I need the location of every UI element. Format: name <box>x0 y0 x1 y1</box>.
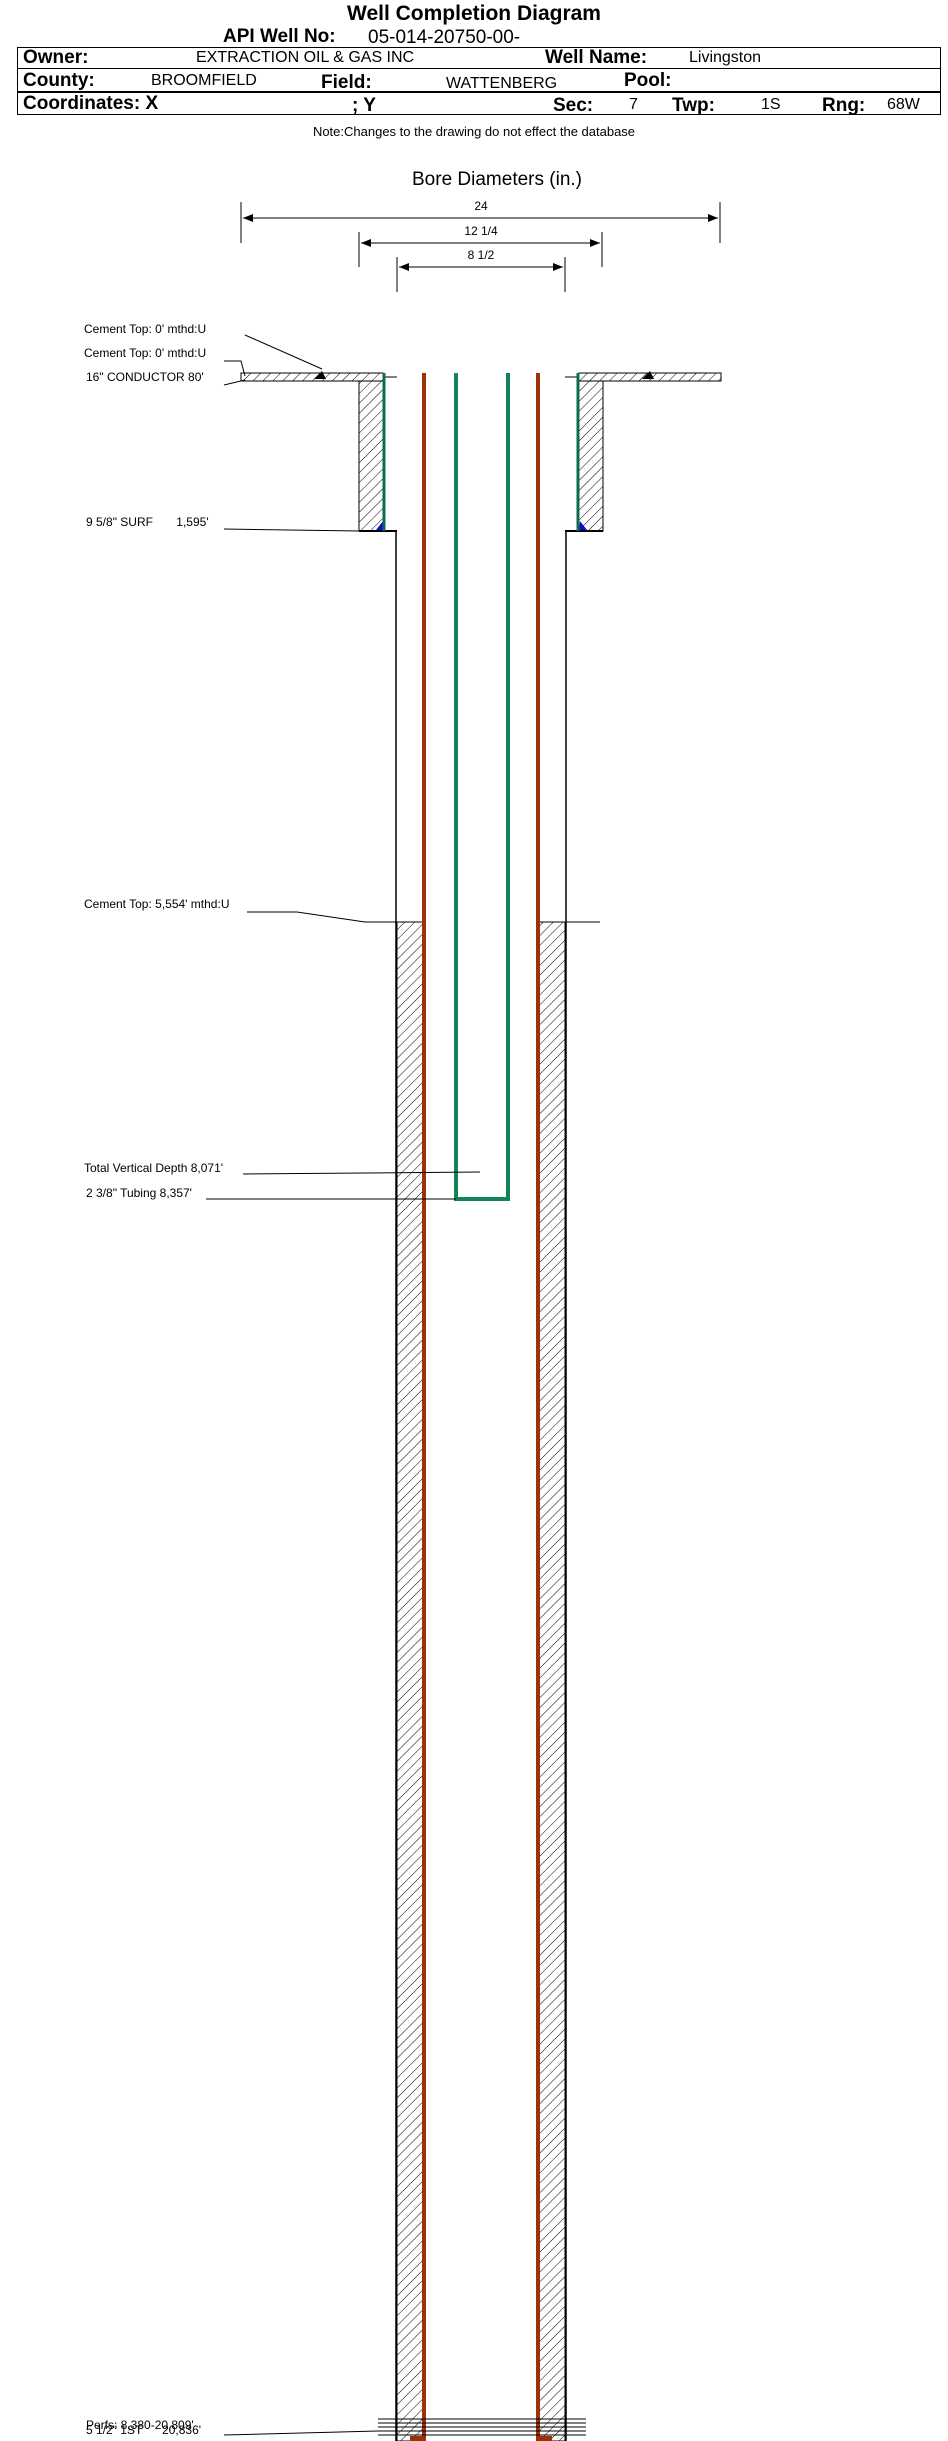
cement-top-label-1: Cement Top: 0' mthd:U <box>84 322 206 336</box>
coordinates-row <box>17 92 941 115</box>
coordinates-label: Coordinates: X <box>23 93 159 114</box>
coordinates-y-label: ; Y <box>352 95 376 116</box>
tvd-label: Total Vertical Depth 8,071' <box>84 1161 223 1175</box>
field-label: Field: <box>321 72 372 93</box>
conductor-flange <box>240 371 722 382</box>
county-value: BROOMFIELD <box>151 72 257 89</box>
well-name-value: Livingston <box>689 49 762 66</box>
dimension-8-1-2-label: 8 1/2 <box>468 248 495 262</box>
sec-value: 7 <box>629 96 638 113</box>
tubing-label: 2 3/8" Tubing 8,357' <box>86 1186 192 1200</box>
dimension-24: 24 <box>240 199 721 243</box>
rng-label: Rng: <box>822 95 866 116</box>
dimension-24-label: 24 <box>474 199 488 213</box>
cement-top-label-3: Cement Top: 5,554' mthd:U <box>84 897 229 911</box>
database-note: Note:Changes to the drawing do not effec… <box>312 124 636 139</box>
dimension-12-1-4: 12 1/4 <box>358 224 603 267</box>
field-value: WATTENBERG <box>446 75 558 92</box>
dimension-8-1-2: 8 1/2 <box>396 248 566 292</box>
county-label: County: <box>23 70 95 91</box>
cement-top-label-2: Cement Top: 0' mthd:U <box>84 346 206 360</box>
pool-label: Pool: <box>624 70 672 91</box>
surface-cement <box>358 380 604 532</box>
surface-casing-label: 9 5/8" SURF 1,595' <box>86 515 209 529</box>
api-value: 05-014-20750-00- <box>368 27 521 48</box>
api-label: API Well No: <box>223 26 336 47</box>
sec-label: Sec: <box>553 95 594 116</box>
owner-value: EXTRACTION OIL & GAS INC <box>196 49 415 66</box>
bore-diameters-title: Bore Diameters (in.) <box>412 169 582 190</box>
conductor-label: 16" CONDUCTOR 80' <box>86 370 204 384</box>
owner-row <box>17 47 941 69</box>
twp-value: 1S <box>761 96 781 113</box>
perforation-marks <box>378 2418 586 2441</box>
county-row <box>17 69 941 92</box>
production-cement <box>365 921 600 2441</box>
production-casing-label: 5 1/2" 1ST 20,836' <box>86 2423 201 2437</box>
leader-lines <box>206 334 481 2436</box>
well-name-label: Well Name: <box>545 47 648 68</box>
owner-label: Owner: <box>23 47 89 68</box>
tubing-string <box>454 373 510 1201</box>
perforations-label: Perfs: 8,380-20,809' <box>86 2418 194 2432</box>
twp-label: Twp: <box>672 95 715 116</box>
rng-value: 68W <box>887 96 920 113</box>
well-info-header: API Well No: 05-014-20750-00- Owner: EXT… <box>17 26 941 118</box>
diagram-title: Well Completion Diagram <box>347 2 601 25</box>
dimension-12-1-4-label: 12 1/4 <box>464 224 498 238</box>
